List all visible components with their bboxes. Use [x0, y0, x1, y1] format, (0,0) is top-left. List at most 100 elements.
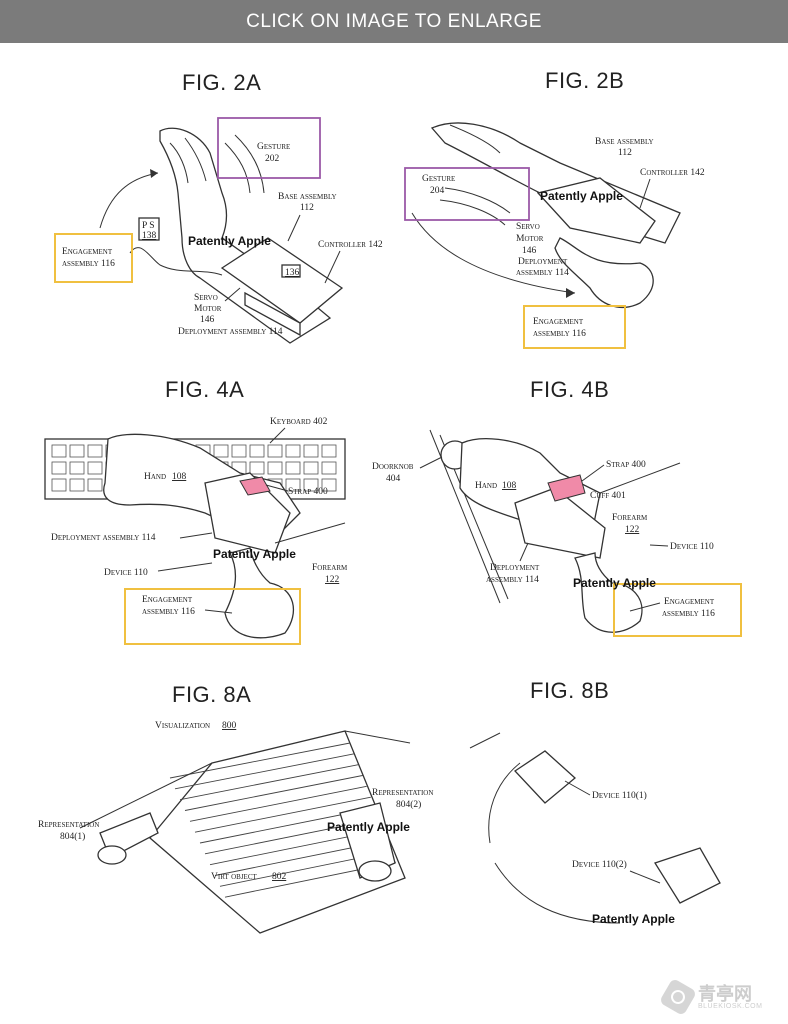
keyboard-key	[87, 461, 103, 475]
logo-text-cn: 青亭网	[698, 983, 752, 1004]
virtual-object-stripe	[179, 764, 359, 801]
label-servo-2b-num: 146	[522, 246, 537, 256]
keyboard-key	[69, 444, 85, 458]
controller-804-2	[339, 802, 396, 879]
label-forearm-4a-num: 122	[325, 575, 340, 585]
device-side-2a	[244, 291, 301, 337]
gesture-arc-2b-1	[444, 187, 511, 214]
label-eng-4b-2: assembly 116	[662, 609, 715, 619]
keyboard-key	[285, 478, 301, 492]
keyboard-key	[249, 461, 265, 475]
device-4b	[514, 487, 606, 559]
keyboard-key	[267, 444, 283, 458]
label-deploy-4b-2: assembly 114	[486, 575, 539, 585]
figure-8b: FIG. 8B Device 110(1) Device 110(2) Pate…	[469, 678, 721, 926]
label-virt-8a: Virt object	[211, 872, 257, 882]
keyboard-key	[69, 461, 85, 475]
hand-device-8b-1	[514, 750, 576, 804]
label-136: 136	[285, 268, 300, 278]
arm-8b-upper	[488, 762, 521, 844]
arrow-head-2a	[150, 169, 158, 178]
arm-8b-lower	[494, 862, 621, 924]
label-strap-4b: Strap 400	[606, 460, 646, 470]
enlarge-banner[interactable]: CLICK ON IMAGE TO ENLARGE	[0, 0, 788, 43]
label-base-2a-num: 112	[300, 203, 314, 213]
label-eng-2b: Engagement	[533, 317, 584, 327]
label-device-4a: Device 110	[104, 568, 148, 578]
figure-4a: FIG. 4A Keyboard 402 Hand 108 Strap 400 …	[44, 377, 348, 645]
label-cuff-4b: Cuff 401	[590, 491, 626, 501]
label-servo-2a: Servo	[194, 293, 218, 303]
label-controller-2b: Controller 142	[640, 168, 705, 178]
engagement-highlight-4a	[124, 588, 301, 645]
patent-figures-sheet[interactable]: FIG. 2A 136 P S 138 Gesture 202 Base ass…	[0, 43, 788, 1024]
gesture-arc-2a-2	[234, 134, 265, 194]
watermark-2a: Patently Apple	[188, 234, 271, 248]
label-keyboard-4a: Keyboard 402	[270, 417, 328, 427]
gesture-highlight-2b	[404, 167, 530, 221]
label-strap-4a: Strap 400	[288, 487, 328, 497]
enlarge-banner-text: CLICK ON IMAGE TO ENLARGE	[246, 10, 542, 32]
strap-4b	[547, 474, 586, 502]
virtual-object-stripe	[189, 785, 367, 822]
fig-2b-title: FIG. 2B	[545, 68, 624, 93]
label-rep2-8a-num: 804(2)	[396, 799, 421, 810]
controller-804-2-end	[358, 860, 392, 882]
label-hand-4a: Hand	[144, 472, 166, 482]
label-servo-2a-num: 146	[200, 315, 215, 325]
label-controller-2a: Controller 142	[318, 240, 383, 250]
label-gesture-2b: Gesture	[422, 174, 455, 184]
finger-line-2b	[449, 124, 501, 154]
motion-arrow-2b	[411, 212, 576, 294]
label-dev1-8b: Device 110(1)	[592, 790, 647, 801]
bluekiosk-logo: 青亭网 BLUEKIOSK.COM	[658, 977, 774, 1017]
arrow-head-2b	[566, 288, 575, 298]
gesture-arc-2b-2	[439, 199, 506, 226]
label-hand-4b-num: 108	[502, 481, 517, 491]
label-deploy-2b-2: assembly 114	[516, 268, 569, 278]
leader-controller-2b	[639, 178, 651, 209]
watermark-8b: Patently Apple	[592, 912, 675, 926]
pointer-8b-1	[469, 732, 501, 749]
watermark-8a: Patently Apple	[327, 820, 410, 834]
finger-line-2a	[169, 142, 189, 184]
keyboard-key	[213, 444, 229, 458]
forearm-line-4a	[274, 522, 346, 544]
label-gesture-2a-num: 202	[265, 154, 280, 164]
ps-box	[138, 217, 160, 241]
gesture-highlight-2a	[217, 117, 321, 179]
watermark-4a: Patently Apple	[213, 547, 296, 561]
label-deploy-2b: Deployment	[518, 257, 568, 267]
label-eng-2b-2: assembly 116	[533, 329, 586, 339]
watermark-2b: Patently Apple	[540, 189, 623, 203]
label-rep2-8a: Representation	[372, 788, 433, 798]
component-136-box	[281, 264, 301, 278]
leader-deploy-4a	[179, 532, 213, 539]
label-virt-8a-num: 802	[272, 872, 287, 882]
keyboard-key	[87, 478, 103, 492]
engagement-4a	[224, 547, 294, 639]
label-base-2b-num: 112	[618, 148, 632, 158]
keyboard-key	[321, 444, 337, 458]
keyboard-key	[87, 444, 103, 458]
label-forearm-4b-num: 122	[625, 525, 640, 535]
leader-servo-2a	[224, 287, 241, 302]
label-base-2a: Base assembly	[278, 192, 337, 202]
leader-eng-4b	[629, 602, 661, 612]
ray-8a-right	[344, 730, 411, 744]
controller-804-1-end	[97, 845, 127, 865]
label-ps-num: 138	[142, 231, 157, 241]
label-forearm-4b: Forearm	[612, 513, 648, 523]
label-motor-2b: Motor	[516, 234, 544, 244]
ray-8a-left	[79, 762, 213, 829]
cable-2a	[129, 247, 223, 276]
leader-device-4b	[649, 544, 669, 547]
strap-4a	[239, 476, 271, 496]
figure-4b: FIG. 4B Doorknob 404 Strap 400 Hand 108 …	[372, 377, 742, 637]
leader-base-2a	[287, 214, 301, 242]
label-doorknob-4b: Doorknob	[372, 462, 414, 472]
leader-keyboard-4a	[269, 427, 286, 444]
keyboard-key	[51, 444, 67, 458]
keyboard-key	[303, 478, 319, 492]
keyboard-key	[303, 461, 319, 475]
